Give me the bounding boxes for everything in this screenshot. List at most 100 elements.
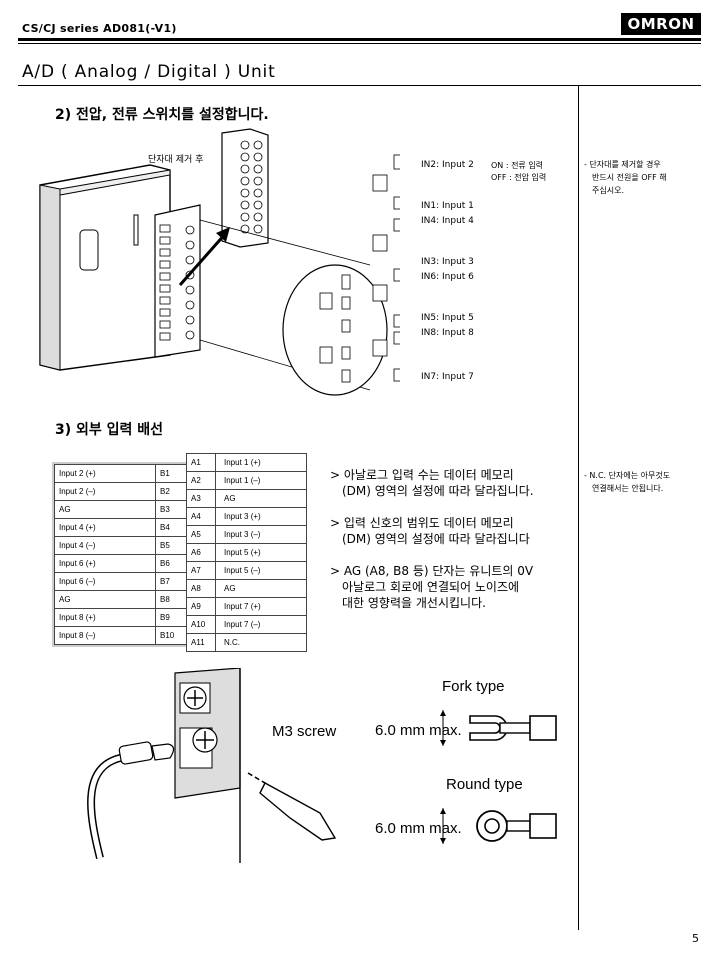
- terminal-cell: B8: [155, 590, 187, 609]
- unit-illustration: [39, 128, 400, 396]
- table-row: Input 2 (–)B2: [54, 482, 187, 501]
- terminal-cell: A2: [186, 471, 216, 490]
- terminal-cell: A1: [186, 453, 216, 472]
- terminal-cell: A8: [186, 579, 216, 598]
- screw-terminal-illustration: [87, 668, 557, 863]
- terminal-cell: A4: [186, 507, 216, 526]
- bullet-line: (DM) 영역의 설정에 따라 달라집니다: [342, 532, 530, 546]
- terminal-cell: B6: [155, 554, 187, 573]
- signal-cell: AG: [215, 489, 307, 508]
- note-line: 연결해서는 안됩니다.: [592, 484, 664, 493]
- terminal-cell: A6: [186, 543, 216, 562]
- bullet-2: > 입력 신호의 범위도 데이터 메모리 (DM) 영역의 설정에 따라 달라집…: [330, 515, 530, 547]
- label-in8: IN8: Input 8: [421, 328, 474, 338]
- signal-cell: Input 4 (–): [54, 536, 156, 555]
- label-in5: IN5: Input 5: [421, 313, 474, 323]
- signal-cell: Input 6 (–): [54, 572, 156, 591]
- signal-cell: N.C.: [215, 633, 307, 652]
- label-m3-screw: M3 screw: [272, 723, 337, 740]
- label-in2: IN2: Input 2: [421, 160, 474, 170]
- label-fork-type: Fork type: [442, 678, 505, 695]
- bullet-line: 아날로그 회로에 연결되어 노이즈에: [342, 580, 520, 594]
- table-row: Input 4 (+)B4: [54, 518, 187, 537]
- table-row: Input 8 (–)B10: [54, 626, 187, 645]
- signal-cell: AG: [54, 500, 156, 519]
- note-line: 주십시오.: [592, 186, 624, 195]
- section-3-note: - N.C. 단자에는 아무것도 연결해서는 안됩니다.: [584, 469, 670, 495]
- signal-cell: Input 7 (–): [215, 615, 307, 634]
- signal-cell: Input 2 (–): [54, 482, 156, 501]
- signal-cell: Input 1 (+): [215, 453, 307, 472]
- table-row: Input 8 (+)B9: [54, 608, 187, 627]
- section-2-note: - 단자대를 제거할 경우 반드시 전원을 OFF 해 주십시오.: [584, 158, 667, 197]
- terminal-cell: B7: [155, 572, 187, 591]
- document-series: CS/CJ series AD081(-V1): [22, 22, 177, 35]
- bullet-line: > 입력 신호의 범위도 데이터 메모리: [330, 516, 514, 530]
- terminal-cell: A7: [186, 561, 216, 580]
- signal-cell: Input 2 (+): [54, 464, 156, 483]
- bullet-3: > AG (A8, B8 등) 단자는 유니트의 0V 아날로그 회로에 연결되…: [330, 563, 533, 611]
- page-number: 5: [692, 932, 699, 945]
- margin-divider: [578, 85, 579, 930]
- label-in7: IN7: Input 7: [421, 372, 474, 382]
- terminal-cell: B5: [155, 536, 187, 555]
- page-title: A/D ( Analog / Digital ) Unit: [22, 62, 276, 82]
- label-in6: IN6: Input 6: [421, 272, 474, 282]
- signal-cell: Input 4 (+): [54, 518, 156, 537]
- terminal-cell: B9: [155, 608, 187, 627]
- switch-legend: ON : 전류 입력 OFF : 전압 입력: [491, 160, 546, 184]
- section-2-heading: 2) 전압, 전류 스위치를 설정합니다.: [55, 107, 269, 123]
- bullet-line: (DM) 영역의 설정에 따라 달라집니다.: [342, 484, 534, 498]
- table-row: Input 6 (–)B7: [54, 572, 187, 591]
- signal-cell: Input 5 (–): [215, 561, 307, 580]
- terminal-cell: A5: [186, 525, 216, 544]
- bullet-line: > AG (A8, B8 등) 단자는 유니트의 0V: [330, 564, 534, 578]
- terminal-cell: A3: [186, 489, 216, 508]
- note-line: - N.C. 단자에는 아무것도: [584, 471, 671, 480]
- label-round-max: 6.0 mm max.: [375, 820, 462, 837]
- title-rule: [18, 85, 701, 86]
- bullet-1: > 아날로그 입력 수는 데이터 메모리 (DM) 영역의 설정에 따라 달라집…: [330, 467, 534, 499]
- table-row: Input 2 (+)B1: [54, 464, 187, 483]
- header-rule: [18, 38, 701, 41]
- label-in1: IN1: Input 1: [421, 201, 474, 211]
- signal-cell: Input 7 (+): [215, 597, 307, 616]
- switch-legend-on: ON : 전류 입력: [491, 161, 544, 170]
- signal-cell: Input 8 (–): [54, 626, 156, 645]
- label-round-type: Round type: [446, 776, 523, 793]
- label-in3: IN3: Input 3: [421, 257, 474, 267]
- header-rule-thin: [18, 43, 701, 44]
- signal-cell: Input 5 (+): [215, 543, 307, 562]
- signal-cell: Input 3 (+): [215, 507, 307, 526]
- bullet-line: > 아날로그 입력 수는 데이터 메모리: [330, 468, 514, 482]
- terminal-cell: A9: [186, 597, 216, 616]
- signal-cell: Input 8 (+): [54, 608, 156, 627]
- terminal-cell: B3: [155, 500, 187, 519]
- label-in4: IN4: Input 4: [421, 216, 474, 226]
- terminal-cell: B1: [155, 464, 187, 483]
- signal-cell: Input 3 (–): [215, 525, 307, 544]
- terminal-cell: A11: [186, 633, 216, 652]
- terminal-cell: B10: [155, 626, 187, 645]
- omron-logo: OMRON: [621, 13, 701, 35]
- note-line: - 단자대를 제거할 경우: [584, 160, 661, 169]
- signal-cell: Input 1 (–): [215, 471, 307, 490]
- label-fork-max: 6.0 mm max.: [375, 722, 462, 739]
- signal-cell: AG: [54, 590, 156, 609]
- table-row: Input 6 (+)B6: [54, 554, 187, 573]
- note-line: 반드시 전원을 OFF 해: [592, 173, 667, 182]
- terminal-cell: B2: [155, 482, 187, 501]
